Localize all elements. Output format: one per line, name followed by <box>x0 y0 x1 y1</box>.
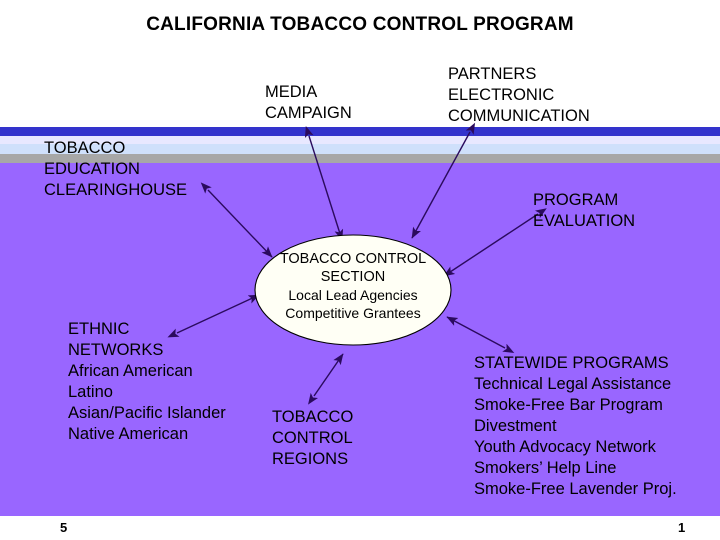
page-title: CALIFORNIA TOBACCO CONTROL PROGRAM <box>146 14 574 35</box>
page-number-right: 1 <box>678 520 686 535</box>
node-label-partners-electronic-communication: PARTNERS ELECTRONIC COMMUNICATION <box>448 65 590 125</box>
center-node-label: TOBACCO CONTROL SECTION Local Lead Agenc… <box>258 250 448 322</box>
node-label-media-campaign: MEDIA CAMPAIGN <box>265 83 352 122</box>
node-label-tobacco-control-regions: TOBACCO CONTROL REGIONS <box>272 408 354 468</box>
node-label-ethnic-networks: ETHNIC NETWORKS African American Latino … <box>68 320 226 443</box>
page-number-left: 5 <box>60 520 68 535</box>
node-label-tobacco-education-clearinghouse: TOBACCO EDUCATION CLEARINGHOUSE <box>44 139 188 199</box>
center-node-line-1: TOBACCO CONTROL <box>279 251 427 267</box>
banner-stripe-gray <box>0 154 720 163</box>
center-node-line-2: SECTION <box>320 269 386 285</box>
banner-stripe-white <box>0 136 720 144</box>
node-label-statewide-programs: STATEWIDE PROGRAMS Technical Legal Assis… <box>474 354 677 498</box>
center-node-line-4: Competitive Grantees <box>285 305 421 321</box>
banner-stripe-light-blue <box>0 144 720 154</box>
banner-stripe-indigo <box>0 127 720 136</box>
node-label-program-evaluation: PROGRAM EVALUATION <box>533 191 636 230</box>
center-node-line-3: Local Lead Agencies <box>288 287 418 303</box>
